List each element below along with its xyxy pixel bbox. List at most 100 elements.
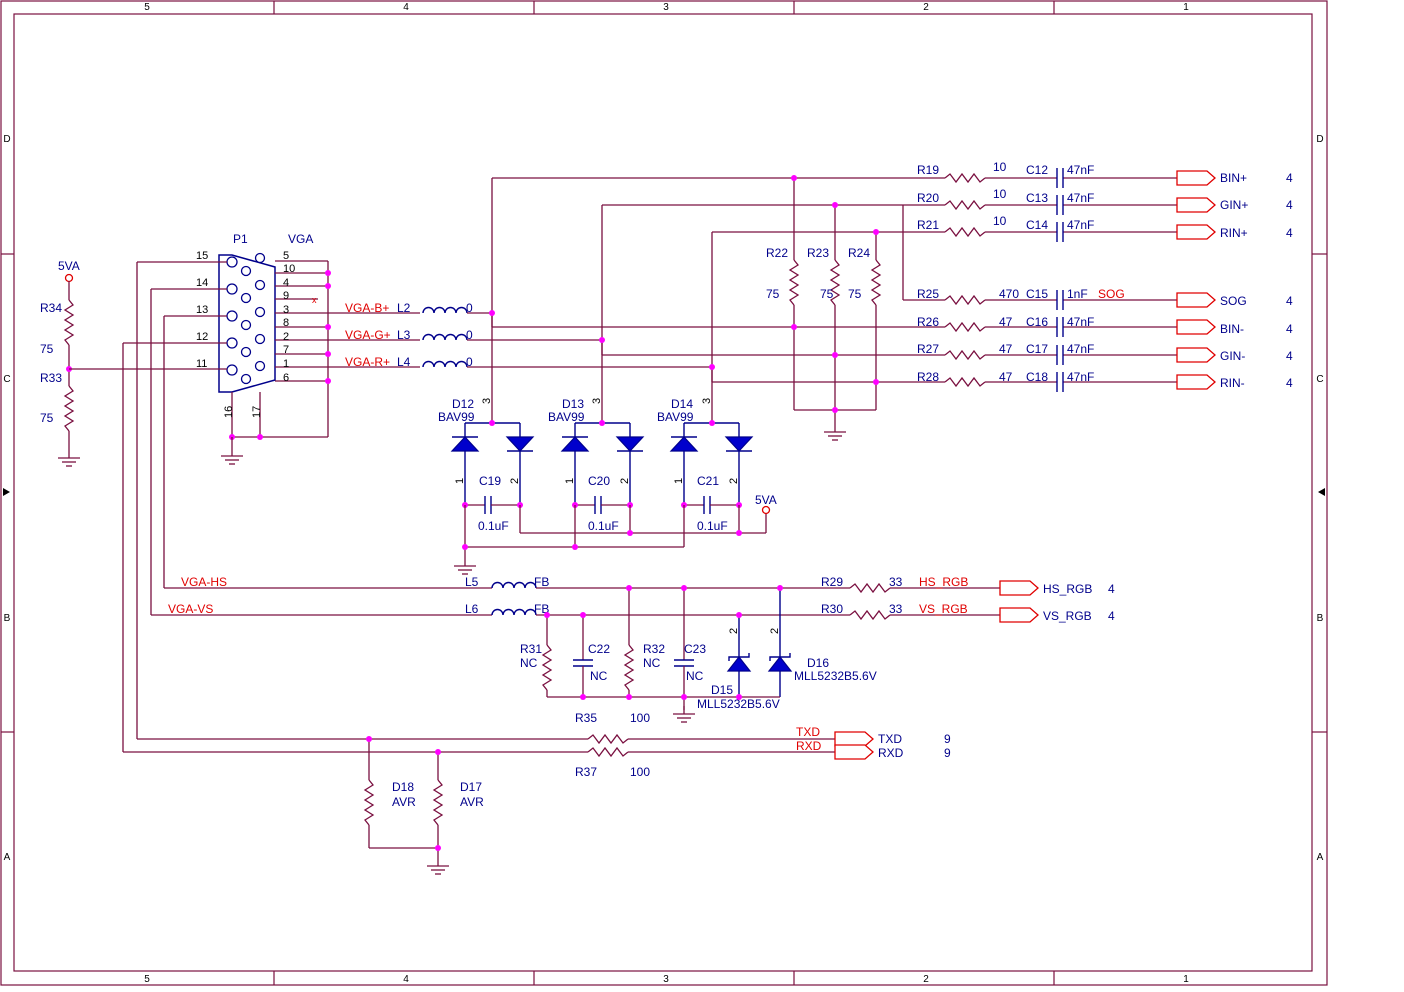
r22-ref: R22 [766, 246, 788, 260]
d15-pin-2: 2 [728, 628, 740, 634]
r25-value: 470 [999, 287, 1019, 301]
r32-value: NC [643, 656, 661, 670]
port-bin-minus: BIN- [1220, 322, 1244, 336]
zone-row-a-left: A [4, 852, 11, 863]
p1-pin-9: 9 [283, 290, 289, 302]
port-rin-plus: RIN+ [1220, 226, 1248, 240]
d13-ref: D13 [562, 397, 584, 411]
p1-pin-6: 6 [283, 372, 289, 384]
r32-ref: R32 [643, 642, 665, 656]
net-hs-rgb: HS_RGB [919, 575, 968, 589]
r21-ref: R21 [917, 218, 939, 232]
l4-ref: L4 [397, 355, 411, 369]
r28-value: 47 [999, 370, 1013, 384]
sheet-rin-minus: 4 [1286, 376, 1293, 390]
p1-pin-17: 17 [251, 406, 263, 418]
c23-value: NC [686, 669, 704, 683]
l3-value: 0 [466, 328, 473, 342]
p1-ref: P1 [233, 232, 248, 246]
d13-pin-2: 2 [619, 478, 631, 484]
d12-pin-3: 3 [481, 398, 493, 404]
r35-value: 100 [630, 711, 650, 725]
pin9-nc-mark: x [312, 295, 317, 305]
zone-col-3-top: 3 [663, 2, 669, 13]
r19-value: 10 [993, 160, 1007, 174]
l2-ref: L2 [397, 301, 411, 315]
zone-col-1-top: 1 [1183, 2, 1189, 13]
p1-pin-12: 12 [196, 331, 208, 343]
d12-pin-2: 2 [509, 478, 521, 484]
r20-value: 10 [993, 187, 1007, 201]
net-vga-hs: VGA-HS [181, 575, 227, 589]
l2-value: 0 [466, 301, 473, 315]
r26-ref: R26 [917, 315, 939, 329]
r27-value: 47 [999, 342, 1013, 356]
c18-value: 47nF [1067, 370, 1094, 384]
zone-col-4-top: 4 [403, 2, 409, 13]
net-vga-b: VGA-B+ [345, 301, 389, 315]
port-rin-minus: RIN- [1220, 376, 1245, 390]
zone-col-5-top: 5 [144, 2, 150, 13]
r27-ref: R27 [917, 342, 939, 356]
d13-pin-3: 3 [591, 398, 603, 404]
vga-id-divider: 5VA R34 75 R33 75 [40, 259, 81, 467]
termination-resistors: R22 75 R23 75 R24 75 [766, 175, 882, 441]
net-vga-vs: VGA-VS [168, 602, 213, 616]
d16-pin-2: 2 [769, 628, 781, 634]
c14-value: 47nF [1067, 218, 1094, 232]
zone-row-b-right: B [1317, 613, 1324, 624]
l5-ref: L5 [465, 575, 479, 589]
d18-ref: D18 [392, 780, 414, 794]
p1-pin-11: 11 [196, 358, 207, 370]
c16-ref: C16 [1026, 315, 1048, 329]
r33-ref: R33 [40, 371, 62, 385]
c12-ref: C12 [1026, 163, 1048, 177]
net-vs-rgb: VS_RGB [919, 602, 968, 616]
sheet-hs-rgb: 4 [1108, 582, 1115, 596]
sheet-bin-minus: 4 [1286, 322, 1293, 336]
port-gin-minus: GIN- [1220, 349, 1245, 363]
port-txd: TXD [878, 732, 902, 746]
sheet-bin-plus: 4 [1286, 171, 1293, 185]
l5-value: FB [534, 575, 549, 589]
d12-value: BAV99 [438, 410, 475, 424]
port-vs-rgb: VS_RGB [1043, 609, 1092, 623]
zone-row-a-right: A [1317, 852, 1324, 863]
c12-value: 47nF [1067, 163, 1094, 177]
net-txd: TXD [796, 725, 820, 739]
r34-ref: R34 [40, 301, 62, 315]
d14-pin-2: 2 [728, 478, 740, 484]
d15-ref: D15 [711, 683, 733, 697]
net-rxd: RXD [796, 739, 822, 753]
c21-ref: C21 [697, 474, 719, 488]
d18-value: AVR [392, 795, 416, 809]
r37-value: 100 [630, 765, 650, 779]
zone-row-d-left: D [3, 134, 10, 145]
d14-value: BAV99 [657, 410, 694, 424]
bav99-clamp-array: 5VA D12 BAV99 D13 BAV99 D14 BAV99 3 3 3 … [438, 397, 777, 575]
c18-ref: C18 [1026, 370, 1048, 384]
power-5va-left: 5VA [58, 259, 80, 273]
sheet-txd: 9 [944, 732, 951, 746]
port-bin-plus: BIN+ [1220, 171, 1247, 185]
r22-value: 75 [766, 287, 780, 301]
net-sog: SOG [1098, 287, 1125, 301]
sheet-rin-plus: 4 [1286, 226, 1293, 240]
p1-pin-8: 8 [283, 317, 289, 329]
rgb-input-filters: VGA-B+ VGA-G+ VGA-R+ L2 L3 L4 0 0 0 [345, 177, 945, 423]
net-vga-r: VGA-R+ [345, 355, 390, 369]
p1-pin-14: 14 [196, 277, 208, 289]
p1-name: VGA [288, 232, 313, 246]
sheet-gin-plus: 4 [1286, 198, 1293, 212]
c17-ref: C17 [1026, 342, 1048, 356]
l4-value: 0 [466, 355, 473, 369]
p1-pin-16: 16 [223, 406, 235, 418]
r33-value: 75 [40, 411, 54, 425]
sheet-vs-rgb: 4 [1108, 609, 1115, 623]
d13-pin-1: 1 [564, 478, 576, 484]
d17-value: AVR [460, 795, 484, 809]
r31-value: NC [520, 656, 538, 670]
d16-value: MLL5232B5.6V [794, 669, 877, 683]
